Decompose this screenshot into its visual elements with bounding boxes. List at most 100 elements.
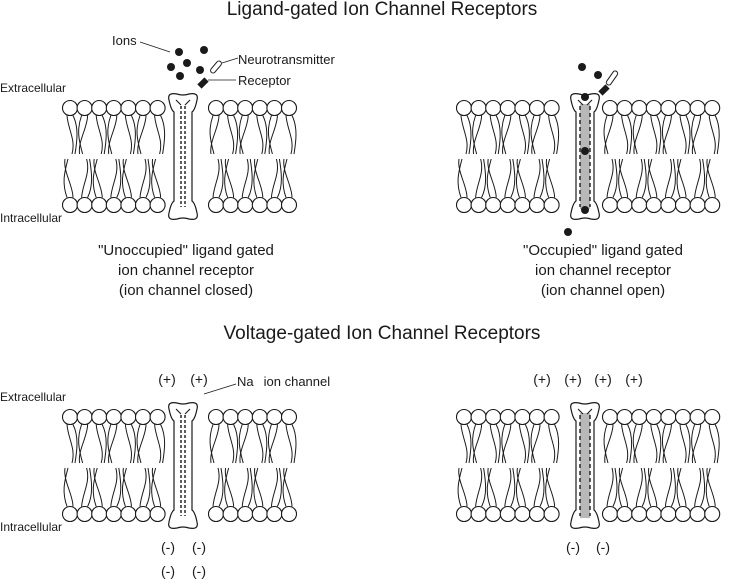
lipid-tail (647, 467, 653, 507)
lipid-tail (664, 158, 672, 198)
lipid-tail (481, 467, 487, 507)
lipid-tail (670, 158, 676, 198)
membrane-voltage-closed (61, 402, 298, 529)
lipid-head (76, 408, 93, 426)
lipid-tail (139, 467, 147, 507)
lipid-tail (641, 467, 647, 507)
lipid-tail (267, 424, 273, 464)
lipid-tail (554, 424, 560, 464)
lipid-head (645, 196, 662, 214)
lipid-tail (239, 115, 249, 155)
lipid-head (76, 196, 93, 214)
lipid-tail (224, 467, 235, 507)
lipid-tail (262, 115, 268, 155)
lipid-tail (487, 467, 497, 507)
lipid-tail (238, 424, 244, 464)
lipid-head (134, 99, 152, 117)
lipid-tail (283, 158, 293, 198)
lipid-tail (606, 158, 614, 198)
charge-negative: (-) (596, 539, 610, 555)
lipid-head (543, 196, 560, 214)
label-extracellular-top: Extracellular (0, 81, 66, 95)
lipid-heads (455, 99, 721, 214)
lipid-tail (632, 424, 638, 464)
lipid-tail (78, 115, 84, 155)
lipid-tail (270, 158, 278, 198)
lipid-head (631, 99, 648, 117)
channel-gate-marks (577, 408, 593, 415)
lipid-head (616, 408, 633, 426)
lipid-heads (455, 408, 721, 523)
lipid-tail (212, 158, 220, 198)
lipid-head (266, 505, 283, 523)
lipid-tail (661, 424, 667, 464)
lipid-head (543, 408, 560, 426)
lipid-tail (632, 115, 638, 155)
lipid-tail (64, 467, 74, 507)
lipid-head (616, 505, 633, 523)
lipid-tail (466, 424, 472, 464)
lipid-tail (606, 467, 614, 507)
lipid-head (470, 408, 487, 426)
lipid-head (674, 99, 692, 117)
lipid-tail (460, 424, 468, 464)
charge-negative: (-) (161, 539, 175, 555)
lipid-tail (122, 467, 132, 507)
lipid-tail (679, 115, 687, 155)
lipid-tail (122, 158, 132, 198)
lipid-tail (93, 158, 103, 198)
lipid-tail (121, 158, 127, 198)
lipid-head (207, 505, 225, 523)
lipid-tail (267, 115, 273, 155)
charge-negative: (-) (566, 539, 580, 555)
lipid-tail (504, 158, 512, 198)
lipid-tail (218, 467, 224, 507)
lipid-head (455, 99, 473, 117)
lipid-head (674, 505, 692, 523)
lipid-tail (700, 467, 706, 507)
lipid-tail (276, 467, 282, 507)
charge-positive: (+) (190, 371, 208, 387)
lipid-head (631, 505, 648, 523)
lipid-tail (145, 467, 151, 507)
leader-line-ions (139, 41, 171, 53)
lipid-head (149, 505, 166, 523)
lipid-tail (705, 158, 711, 198)
receptor-site-bound-icon (598, 84, 610, 96)
lipid-head (645, 99, 662, 117)
lipid-tail (224, 467, 230, 507)
lipid-tail (130, 115, 136, 155)
lipid-head (645, 408, 662, 426)
lipid-tail (87, 467, 93, 507)
lipid-head (528, 196, 546, 214)
lipid-tail (533, 158, 541, 198)
lipid-tail (472, 424, 483, 464)
lipid-head (704, 99, 721, 117)
lipid-tail (676, 158, 682, 198)
ion (196, 66, 204, 74)
ion (578, 63, 586, 71)
lipid-tail (685, 115, 691, 155)
label-neurotransmitter: Neurotransmitter (238, 52, 335, 67)
lipid-tail (108, 424, 118, 464)
lipid-tail (93, 467, 103, 507)
lipid-tail (489, 424, 497, 464)
lipid-tail (548, 115, 556, 155)
lipid-head (134, 505, 152, 523)
lipid-tail (516, 467, 526, 507)
lipid-tail (545, 158, 551, 198)
lipid-tail (253, 467, 259, 507)
lipid-head (470, 99, 487, 117)
lipid-head (120, 196, 137, 214)
lipid-tail (472, 115, 478, 155)
lipid-tail (633, 424, 643, 464)
lipid-tail (714, 115, 720, 155)
lipid-tail (78, 115, 89, 155)
lipid-tail (648, 158, 658, 198)
lipid-tail (502, 424, 512, 464)
lipid-tail (460, 115, 468, 155)
lipid-head (61, 196, 79, 214)
charge-negative: (-) (192, 563, 206, 579)
lipid-tail (618, 467, 624, 507)
lipid-tail (218, 158, 224, 198)
